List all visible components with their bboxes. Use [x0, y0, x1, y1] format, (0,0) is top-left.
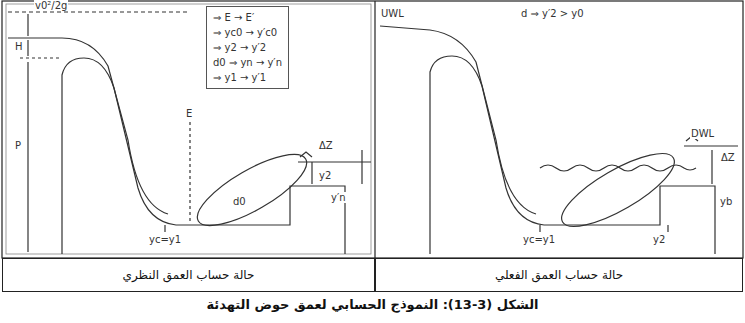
dimension-label: DWL — [690, 128, 715, 139]
panel-caption-cell: حالة حساب العمق النظري — [2, 258, 375, 292]
dimension-label: ΔZ — [318, 140, 334, 151]
dimension-label: yc=y1 — [522, 234, 556, 245]
panel-caption-cell: حالة حساب العمق الفعلي — [375, 258, 743, 292]
dimension-label: y2 — [318, 170, 332, 181]
dimension-label: d0 — [232, 196, 247, 207]
dimension-label: yc=y1 — [148, 234, 182, 245]
dimension-label: y2 — [652, 234, 666, 245]
cell-title: حالة حساب العمق الفعلي — [495, 268, 623, 282]
note-line: ⇒ y2 → y′2 — [213, 40, 282, 55]
cell-title: حالة حساب العمق النظري — [123, 268, 255, 282]
note-line: ⇒ E → E′ — [213, 10, 282, 25]
dimension-label: E — [185, 108, 193, 119]
dimension-label: UWL — [380, 8, 405, 19]
note-line: ⇒ yc0 → y′c0 — [213, 25, 282, 40]
dimension-label: yb — [719, 196, 733, 207]
dimension-label: v0²/2g — [34, 0, 68, 11]
note-line: d0 ⇒ yn → y′n — [213, 55, 282, 70]
dimension-label: y′n — [330, 192, 347, 203]
dimension-label: ΔZ — [720, 152, 736, 163]
dimension-label: H — [14, 41, 24, 52]
notes-box: ⇒ E → E′⇒ yc0 → y′c0⇒ y2 → y′2d0 ⇒ yn → … — [206, 6, 289, 89]
note-line: ⇒ y1 → y′1 — [213, 70, 282, 85]
dimension-label: d ⇒ y′2 > y0 — [520, 8, 585, 19]
figure-caption: الشكل (3-13): النموذج الحسابي لعمق حوض ا… — [0, 297, 745, 312]
dimension-label: P — [14, 140, 22, 151]
